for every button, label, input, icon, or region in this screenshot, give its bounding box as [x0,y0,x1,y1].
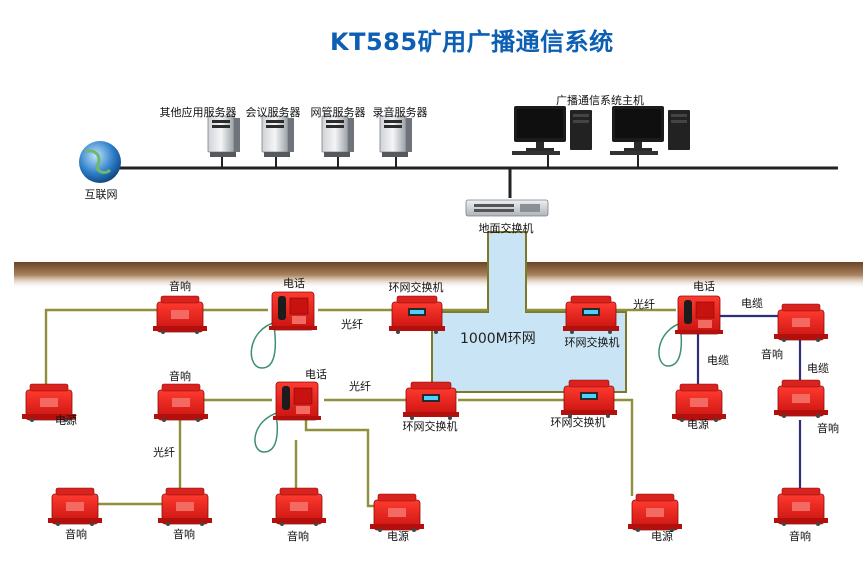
label-power-bottom-left: 电源 [387,530,409,543]
label-phone-left-mid: 电话 [305,368,327,381]
label-ring-switch-right-mid: 环网交换机 [550,416,606,429]
power-device-bottom-right [627,493,683,533]
speaker-device-bottom-3 [271,487,327,527]
label-speaker-left-top: 音响 [169,280,191,293]
label-fiber-right: 光纤 [633,298,655,311]
label-ring-switch-left-top: 环网交换机 [388,281,444,294]
ring-switch-right-mid [560,379,618,419]
ring-switch-left-top [388,295,446,335]
server-icon-other [207,115,241,158]
server-label-conference: 会议服务器 [245,106,301,119]
label-speaker-right-1: 音响 [761,348,783,361]
label-speaker-left-mid: 音响 [169,370,191,383]
server-icon-conference [261,115,295,158]
ring-network-area [431,231,627,393]
label-speaker-bottom-2: 音响 [173,528,195,541]
phone-device-left-mid [272,381,322,421]
fiber-links [44,308,676,508]
label-cable-3: 电缆 [807,362,829,375]
label-power-right-mid: 电源 [687,418,709,431]
cable-links [696,314,802,490]
ground-switch-label: 地面交换机 [478,222,534,235]
speaker-device-bottom-2 [157,487,213,527]
power-device-bottom-left [369,493,425,533]
speaker-device-right-1 [773,303,829,343]
power-device-right-mid [671,383,727,423]
ring-switch-left-mid [402,381,460,421]
label-speaker-right-2: 音响 [817,422,839,435]
speaker-device-left-mid [153,383,209,423]
label-phone-right: 电话 [693,280,715,293]
host-pc-icon-1 [512,106,592,155]
speaker-device-right-2 [773,379,829,419]
label-fiber-left-top: 光纤 [341,318,363,331]
label-fiber-left-mid: 光纤 [349,380,371,393]
internet-label: 互联网 [84,188,118,201]
server-label-recording: 录音服务器 [372,106,428,119]
ring-switch-right-top [562,295,620,335]
label-speaker-bottom-3: 音响 [287,530,309,543]
ring-network-label: 1000M环网 [460,331,536,347]
server-icon-netmgmt [321,115,355,158]
phone-device-right [674,295,724,335]
label-power-bottom-right: 电源 [651,530,673,543]
label-ring-switch-right-top: 环网交换机 [564,336,620,349]
label-fiber-vertical: 光纤 [153,446,175,459]
server-label-netmgmt: 网管服务器 [310,106,366,119]
server-icon-recording [379,115,413,158]
host-pc-icon-2 [610,106,690,155]
speaker-device-bottom-1 [47,487,103,527]
label-power-left: 电源 [55,414,77,427]
diagram-title: KT585矿用广播通信系统 [330,28,614,56]
host-label: 广播通信系统主机 [556,94,644,107]
ground-switch-icon [465,199,549,217]
phone-device-left-top [268,291,318,331]
ground-surface [14,262,863,288]
label-ring-switch-left-mid: 环网交换机 [402,420,458,433]
label-phone-left-top: 电话 [283,277,305,290]
label-cable-1: 电缆 [741,297,763,310]
label-speaker-right-3: 音响 [789,530,811,543]
speaker-device-left-top [152,295,208,335]
speaker-device-right-3 [773,487,829,527]
label-cable-2: 电缆 [707,354,729,367]
server-label-other: 其他应用服务器 [159,106,237,119]
label-speaker-bottom-1: 音响 [65,528,87,541]
